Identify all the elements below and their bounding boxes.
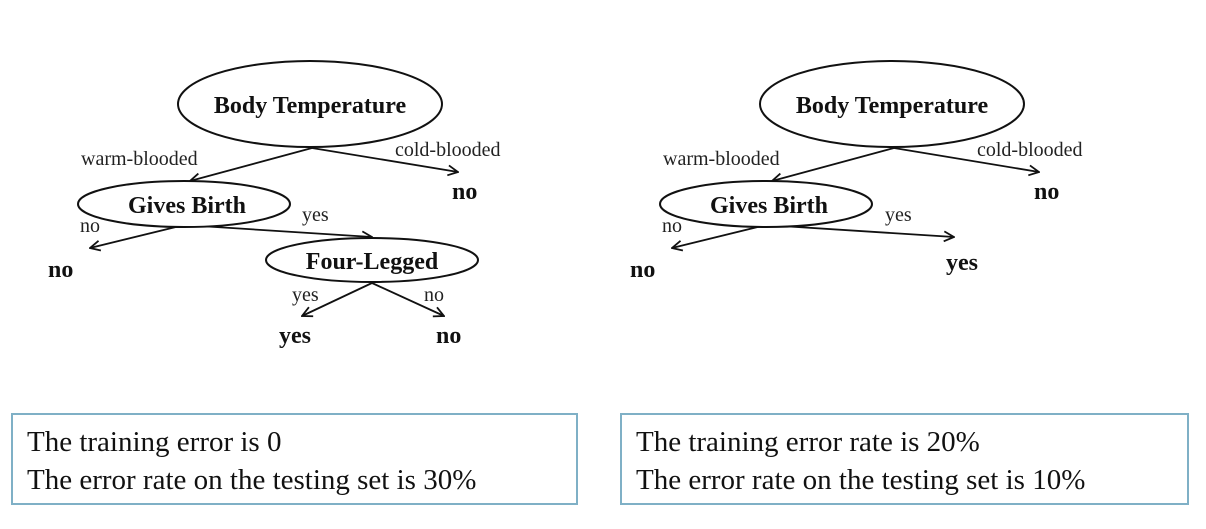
child-node-label: Gives Birth <box>710 193 828 219</box>
edge-root-left <box>772 147 895 181</box>
tree-left: Body Temperature Gives Birth Four-Legged… <box>48 60 501 349</box>
caption-box-left: The training error is 0 The error rate o… <box>11 413 578 505</box>
edge-label-warm-blooded: warm-blooded <box>81 148 198 170</box>
caption-line-training-error: The training error rate is 20% <box>636 426 980 458</box>
leaf-grandchild-right: no <box>436 323 461 349</box>
edge-grandchild-right <box>371 282 444 316</box>
edge-label-grandchild-yes: yes <box>292 284 319 306</box>
caption-line-testing-error: The error rate on the testing set is 10% <box>636 464 1086 496</box>
edge-label-warm-blooded: warm-blooded <box>663 148 780 170</box>
edge-label-cold-blooded: cold-blooded <box>977 139 1083 161</box>
edge-grandchild-left <box>302 282 373 316</box>
edge-label-grandchild-no: no <box>424 284 444 306</box>
edge-label-child-yes: yes <box>885 204 912 226</box>
root-node-label: Body Temperature <box>796 93 989 119</box>
leaf-grandchild-left: yes <box>279 323 311 349</box>
leaf-child-right: yes <box>946 250 978 276</box>
root-node-shape <box>759 60 1025 148</box>
child-node-label: Gives Birth <box>128 193 246 219</box>
child-node-shape <box>77 180 291 228</box>
edge-child-left <box>672 224 767 248</box>
caption-line-training-error: The training error is 0 <box>27 426 282 458</box>
edge-root-right <box>311 147 458 172</box>
edge-label-child-no: no <box>80 215 100 237</box>
grandchild-node-shape <box>265 237 479 283</box>
grandchild-node-label: Four-Legged <box>306 249 439 275</box>
edge-root-right <box>893 147 1039 172</box>
tree-right: Body Temperature Gives Birth warm-bloode… <box>630 60 1083 283</box>
edge-label-cold-blooded: cold-blooded <box>395 139 501 161</box>
edge-label-child-no: no <box>662 215 682 237</box>
leaf-child-left: no <box>48 257 73 283</box>
root-node-label: Body Temperature <box>214 93 407 119</box>
root-node-shape <box>177 60 443 148</box>
child-node-shape <box>659 180 873 228</box>
edge-child-left <box>90 224 185 248</box>
leaf-child-left: no <box>630 257 655 283</box>
leaf-root-right: no <box>1034 179 1059 205</box>
edge-label-child-yes: yes <box>302 204 329 226</box>
edge-root-left <box>190 147 313 181</box>
caption-line-testing-error: The error rate on the testing set is 30% <box>27 464 477 496</box>
leaf-root-right: no <box>452 179 477 205</box>
caption-box-right: The training error rate is 20% The error… <box>620 413 1189 505</box>
